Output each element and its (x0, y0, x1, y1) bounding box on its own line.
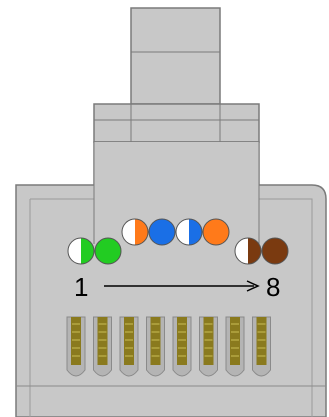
wire-1-outline (67, 237, 95, 265)
wire-8-outline (261, 237, 289, 265)
pin-1-label: 1 (74, 272, 88, 302)
wire-2-green (94, 237, 122, 265)
wire-3-white-orange (121, 218, 149, 246)
wire-7-stripe (248, 238, 261, 264)
wire-5-stripe (189, 219, 202, 245)
connector-housing (15, 7, 327, 417)
contact-2-blade (97, 317, 108, 365)
wire-3-stripe (135, 219, 148, 245)
wire-7-white-brown (234, 237, 262, 265)
contact-6 (199, 316, 218, 377)
wire-2-outline (94, 237, 122, 265)
housing-inner-edge (29, 198, 313, 417)
contact-5 (172, 316, 192, 377)
wire-3-outline (121, 218, 149, 246)
direction-arrow-head (246, 280, 260, 292)
contact-8-blade (256, 317, 267, 365)
wire-8-fill (262, 238, 288, 264)
wire-8-brown (261, 237, 289, 265)
contact-3-blade (124, 317, 134, 365)
contact-7-blade (230, 317, 240, 365)
contact-1-blade (71, 317, 81, 365)
wire-2-fill (95, 238, 121, 264)
contact-5-blade (177, 317, 187, 365)
contact-1 (66, 316, 86, 377)
wire-6-fill (203, 219, 229, 245)
contact-4-blade (150, 317, 161, 365)
wire-1-stripe (81, 238, 94, 264)
contact-7 (225, 316, 245, 377)
wire-7-outline (234, 237, 262, 265)
contact-6-blade (203, 317, 214, 365)
wire-4-blue (148, 218, 176, 246)
contact-8 (252, 316, 271, 377)
contact-4 (146, 316, 165, 377)
pin-8-label: 8 (266, 272, 280, 302)
wire-1-white-green (67, 237, 95, 265)
latch-shoulder (93, 103, 260, 143)
latch-tab (130, 7, 221, 105)
wire-5-outline (175, 218, 203, 246)
wire-group (67, 218, 289, 265)
contact-group (66, 316, 271, 377)
wire-channel (94, 142, 259, 242)
wire-5-white-blue (175, 218, 203, 246)
wire-4-fill (149, 219, 175, 245)
wire-6-orange (202, 218, 230, 246)
contact-2 (93, 316, 112, 377)
wire-4-outline (148, 218, 176, 246)
contact-3 (119, 316, 139, 377)
wire-6-outline (202, 218, 230, 246)
